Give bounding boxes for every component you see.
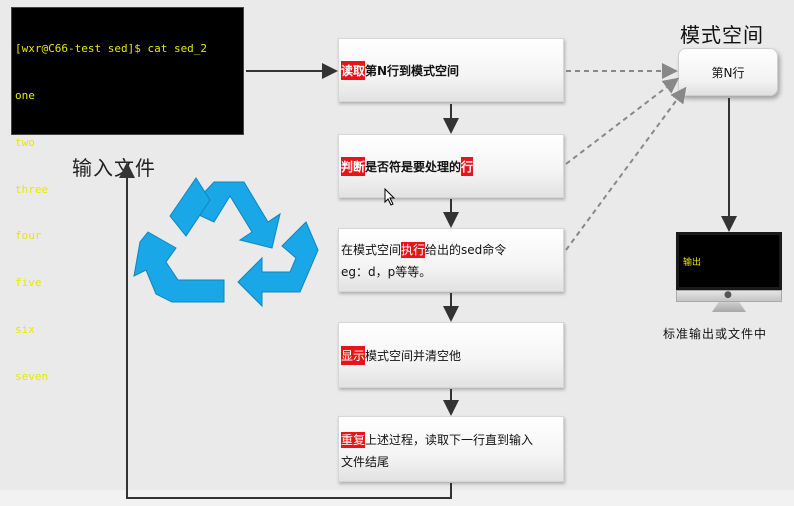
flow-step-repeat: 重复上述过程，读取下一行直到输入 文件结尾 bbox=[338, 416, 564, 482]
step-execute-prefix: 在模式空间 bbox=[341, 243, 402, 257]
monitor-chin bbox=[676, 290, 782, 302]
monitor-stand bbox=[712, 302, 746, 312]
monitor-screen: 输出 bbox=[676, 232, 782, 290]
step-judge-highlight-row: 行 bbox=[461, 156, 474, 176]
step-repeat-line2: 文件结尾 bbox=[341, 455, 390, 469]
terminal-line: one bbox=[15, 88, 35, 102]
step-execute-text: 给出的sed命令 bbox=[425, 243, 507, 257]
step-read-text: 第N行到模式空间 bbox=[365, 63, 460, 78]
pattern-space-content: 第N行 bbox=[711, 65, 745, 80]
mouse-cursor-icon bbox=[384, 188, 396, 206]
output-label: 标准输出或文件中 bbox=[663, 327, 768, 341]
input-file-label: 输入文件 bbox=[72, 156, 156, 180]
step-judge-text: 是否符是要处理的 bbox=[365, 159, 462, 174]
step-read-highlight: 读取 bbox=[341, 60, 366, 80]
terminal-line: [wxr@C66-test sed]$ cat sed_2 bbox=[15, 42, 208, 56]
terminal-line: six bbox=[15, 322, 35, 336]
pattern-space-title: 模式空间 bbox=[680, 23, 764, 47]
step-display-highlight: 显示 bbox=[341, 345, 366, 365]
step-repeat-highlight: 重复 bbox=[341, 432, 366, 448]
step-display-text: 模式空间并清空他 bbox=[365, 348, 462, 363]
terminal-window: [wxr@C66-test sed]$ cat sed_2 one two th… bbox=[11, 7, 244, 383]
flow-step-judge: 判断 是否符是要处理的 行 bbox=[338, 134, 564, 198]
flow-step-execute: 在模式空间执行给出的sed命令 eg：d，p等等。 bbox=[338, 228, 564, 292]
step-judge-highlight: 判断 bbox=[341, 156, 366, 176]
step-execute-highlight: 执行 bbox=[401, 242, 426, 258]
flow-step-read: 读取 第N行到模式空间 bbox=[338, 38, 564, 102]
monitor-screen-text: 输出 bbox=[683, 258, 702, 268]
flow-step-display: 显示 模式空间并清空他 bbox=[338, 322, 564, 388]
dashed-execute-to-pattern bbox=[565, 86, 687, 251]
terminal-line: four bbox=[15, 229, 42, 243]
terminal-line: two bbox=[15, 135, 35, 149]
pattern-space-box: 第N行 bbox=[678, 48, 778, 96]
terminal-line: seven bbox=[15, 369, 49, 383]
terminal-line: five bbox=[15, 276, 42, 290]
step-execute-example: eg：d，p等等。 bbox=[341, 265, 432, 279]
arrow-loop-back bbox=[119, 162, 452, 499]
dashed-judge-to-pattern bbox=[565, 77, 680, 165]
step-repeat-text: 上述过程，读取下一行直到输入 bbox=[365, 433, 534, 447]
apple-logo-icon: ● bbox=[724, 290, 732, 300]
terminal-line: three bbox=[15, 182, 49, 196]
